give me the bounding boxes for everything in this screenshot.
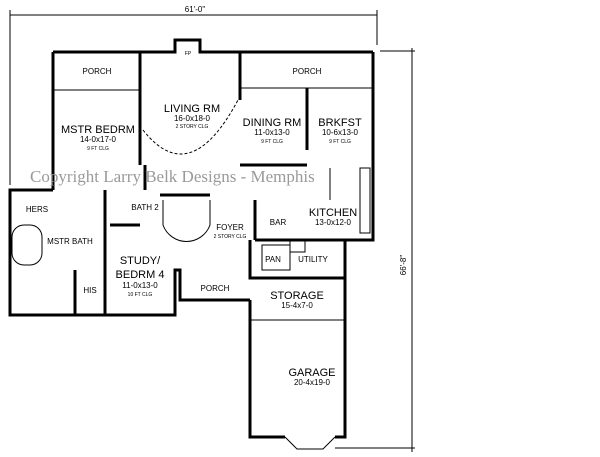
master-bath-label: MSTR BATH [47, 237, 93, 246]
foyer-label: FOYER [216, 223, 244, 232]
master-bedroom-label: MSTR BEDRM [61, 124, 135, 136]
storage-label: STORAGE [270, 290, 324, 302]
dining-room-label: DINING RM [243, 117, 302, 129]
his-closet-label: HIS [83, 286, 96, 295]
study-size: 11-0x13-0 [122, 281, 158, 290]
breakfast-label: BRKFST [318, 117, 362, 129]
breakfast-ceiling: 9 FT CLG [329, 139, 351, 145]
living-room-size: 16-0x18-0 [174, 114, 211, 123]
study-ceiling: 10 FT CLG [128, 292, 153, 298]
pantry-label: PAN [265, 255, 281, 264]
study-label-line1: STUDY/ [120, 255, 161, 267]
porch-left-label: PORCH [83, 67, 112, 76]
dimension-lines [9, 10, 415, 452]
garage-label: GARAGE [288, 367, 335, 379]
foyer-ceiling: 2 STORY CLG [214, 234, 247, 240]
fireplace-label: FP [185, 51, 192, 57]
master-bedroom-ceiling: 9 FT CLG [87, 146, 109, 152]
hers-closet-label: HERS [26, 205, 48, 214]
bath2-label: BATH 2 [131, 203, 159, 212]
width-dimension: 61'-0" [185, 5, 206, 14]
breakfast-size: 10-6x13-0 [322, 128, 359, 137]
living-room-ceiling: 2 STORY CLG [176, 124, 209, 130]
kitchen-size: 13-0x12-0 [315, 218, 352, 227]
master-bedroom-size: 14-0x17-0 [80, 135, 117, 144]
utility-label: UTILITY [298, 255, 328, 264]
storage-size: 15-4x7-0 [281, 301, 313, 310]
porch-front-label: PORCH [201, 284, 230, 293]
bar-label: BAR [270, 218, 287, 227]
living-room-label: LIVING RM [164, 103, 220, 115]
kitchen-label: KITCHEN [309, 207, 357, 219]
walls [8, 38, 375, 450]
dining-room-ceiling: 9 FT CLG [261, 139, 283, 145]
copyright-watermark: Copyright Larry Belk Designs - Memphis [30, 167, 315, 186]
garage-size: 20-4x19-0 [294, 378, 331, 387]
porch-right-label: PORCH [293, 67, 322, 76]
dining-room-size: 11-0x13-0 [254, 128, 290, 137]
depth-dimension: 66'-8" [399, 255, 408, 276]
study-label-line2: BEDRM 4 [116, 269, 165, 281]
